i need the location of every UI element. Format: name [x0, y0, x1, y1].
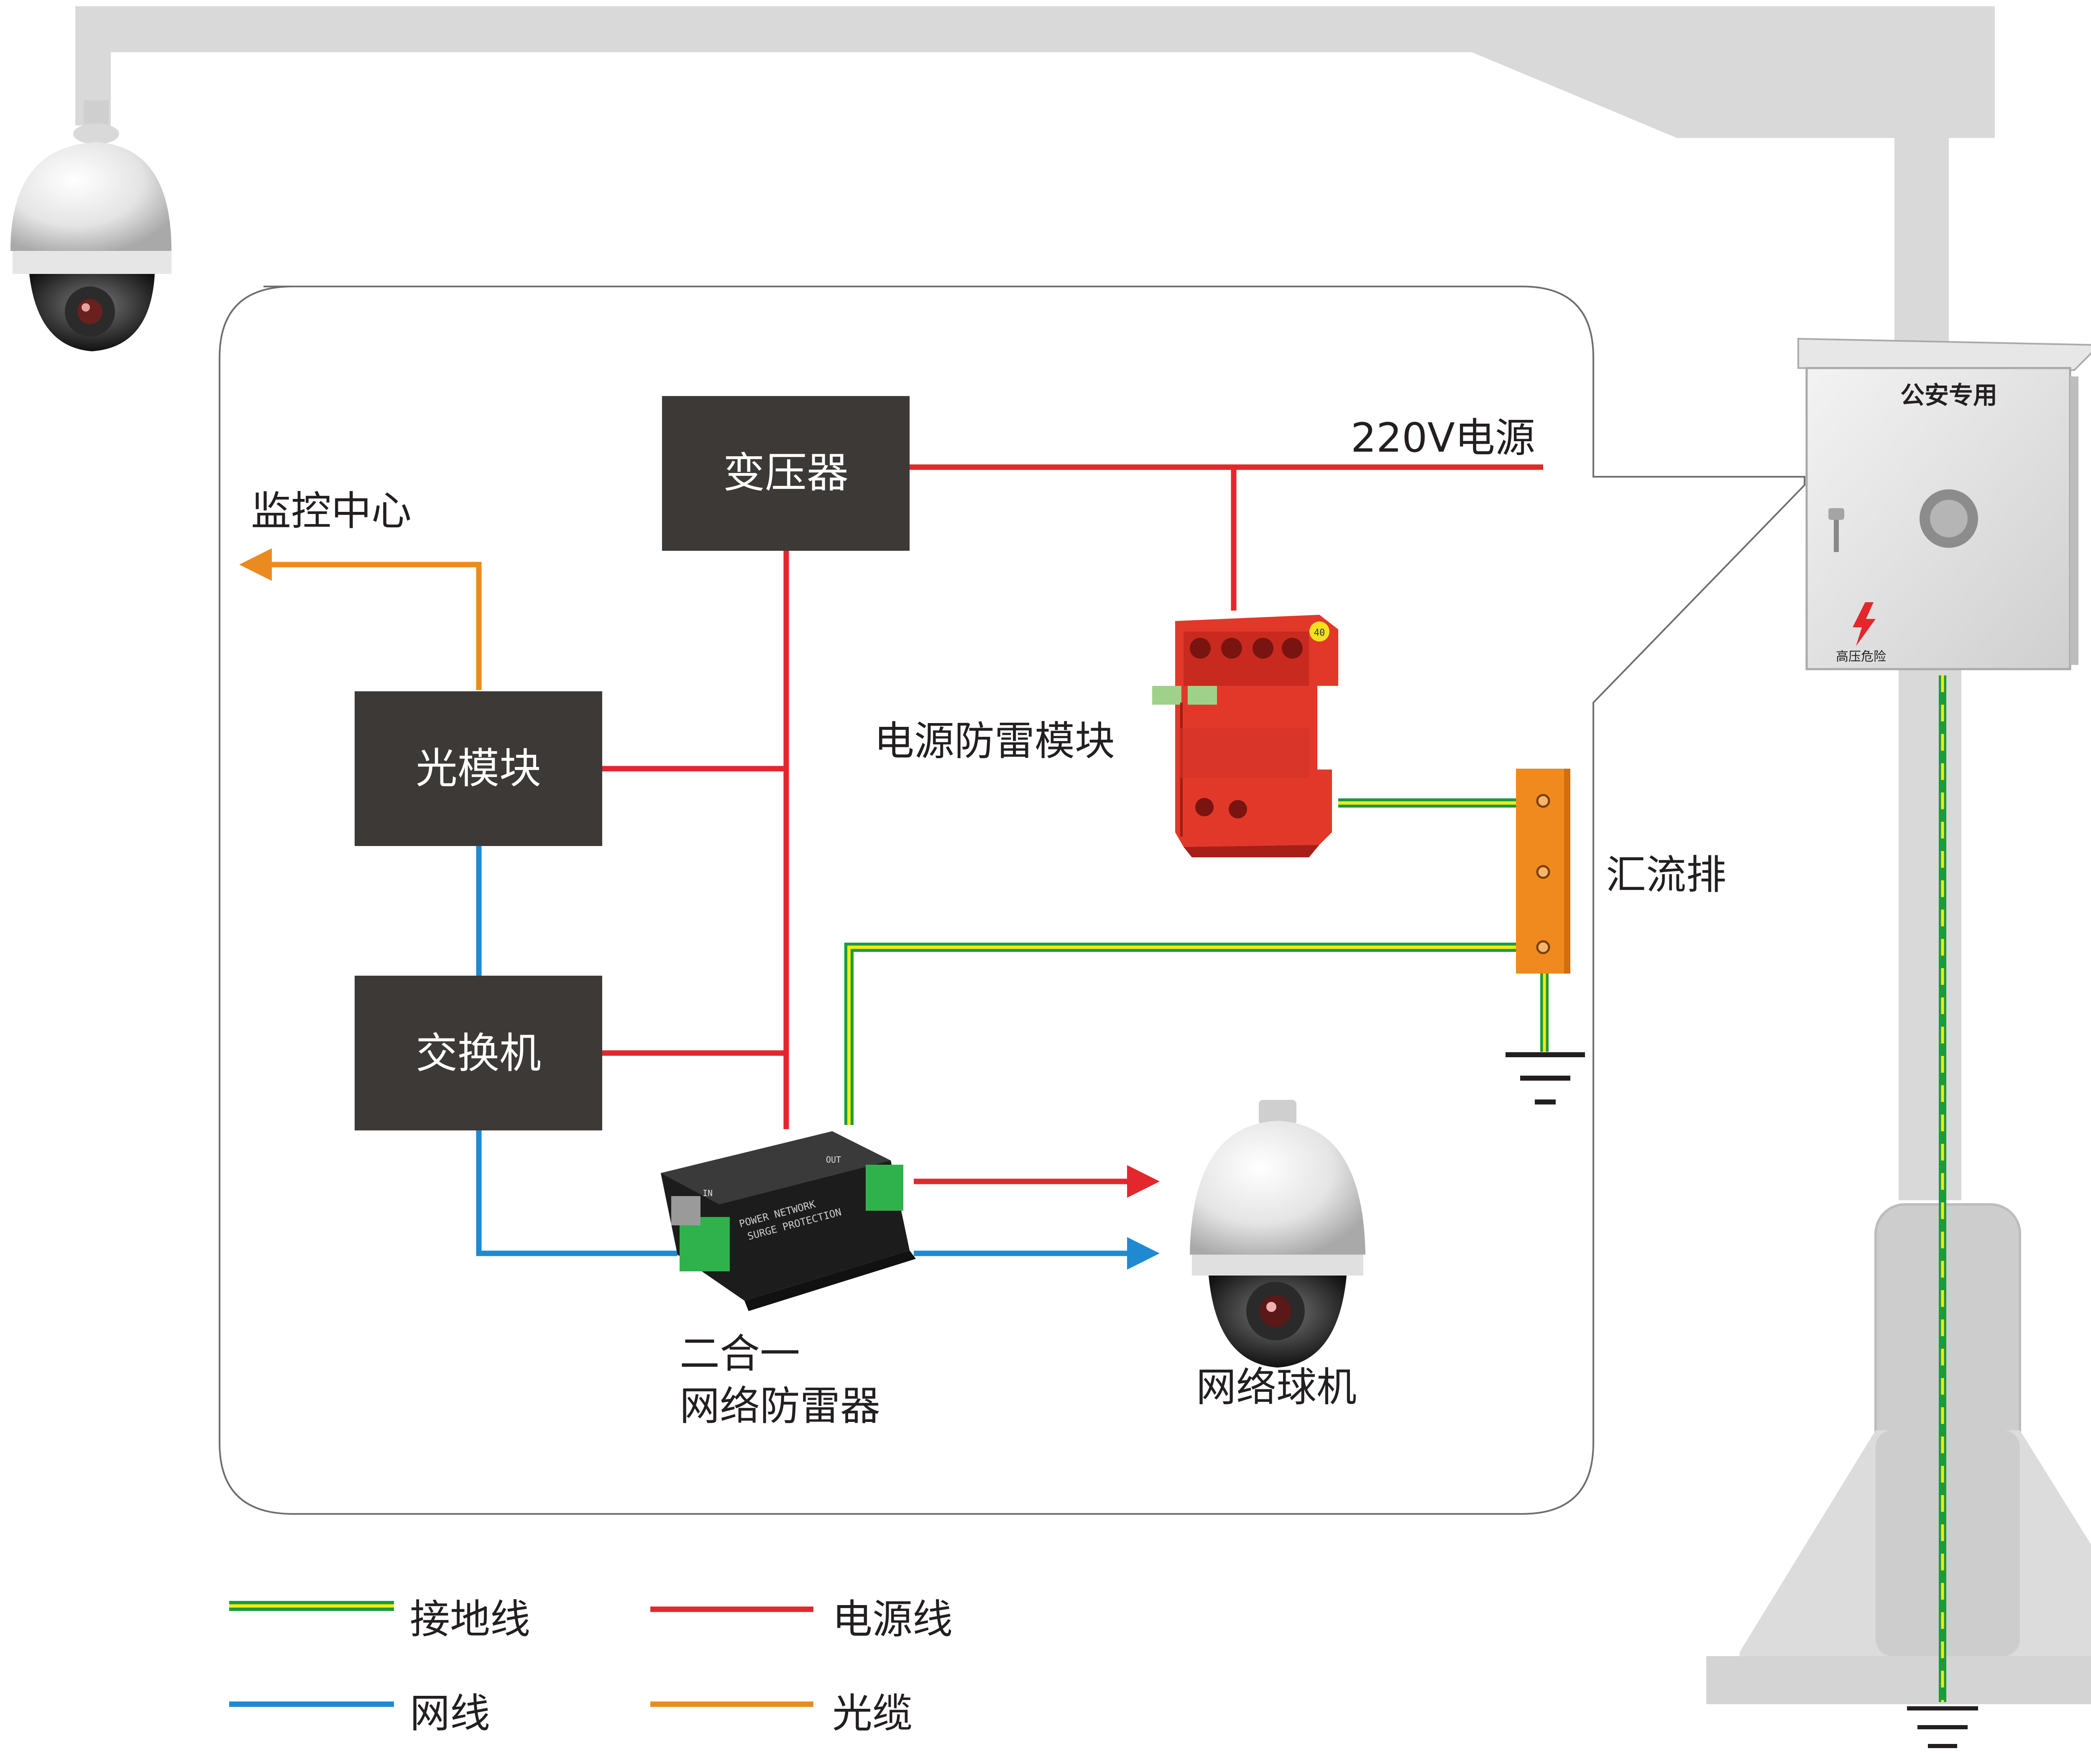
network-surge-protector-icon: OUT IN POWER NETWORK SURGE PROTECTION [661, 1131, 916, 1311]
legend-label-ground: 接地线 [410, 1596, 530, 1643]
network-dome-camera-icon [1190, 1100, 1365, 1368]
pole-structure [75, 6, 2091, 1704]
ptz-camera-icon [10, 100, 171, 351]
power-wires [602, 464, 1543, 1198]
optical-module-box: 光模块 [355, 691, 602, 846]
transformer-label: 变压器 [723, 448, 849, 497]
combo-protector-label-line2: 网络防雷器 [680, 1383, 880, 1429]
transformer-box: 变压器 [662, 396, 910, 551]
switch-box: 交换机 [355, 976, 602, 1130]
dome-camera-label: 网络球机 [1196, 1364, 1357, 1411]
surge-out-print: OUT [826, 1155, 841, 1165]
spd-badge: 40 [1314, 628, 1325, 638]
legend: 接地线 电源线 网线 光缆 [229, 1596, 953, 1737]
legend-item-power: 电源线 [650, 1596, 953, 1643]
busbar-label: 汇流排 [1606, 851, 1726, 898]
combo-protector-label-line1: 二合一 [680, 1330, 800, 1377]
power-surge-module-label: 电源防雷模块 [874, 718, 1115, 764]
control-cabinet: 公安专用 高压危险 [1797, 337, 2091, 670]
cabinet-title: 公安专用 [1900, 381, 1997, 409]
busbar-icon [1516, 769, 1570, 974]
power-surge-module-icon: 40 [1152, 615, 1338, 857]
system-panel [219, 286, 1805, 1515]
monitor-center-label: 监控中心 [251, 488, 412, 534]
lightning-warning-icon [1853, 602, 1876, 646]
ground-wires [844, 798, 1549, 1125]
legend-item-fiber: 光缆 [650, 1690, 913, 1737]
pole-ground-wire [1907, 675, 1978, 1748]
legend-label-network: 网线 [410, 1690, 490, 1737]
network-wires [476, 845, 1160, 1270]
legend-item-ground: 接地线 [229, 1596, 530, 1643]
ground-symbol-icon [1506, 1052, 1585, 1104]
power-source-label: 220V电源 [1351, 414, 1535, 461]
legend-label-power: 电源线 [832, 1596, 953, 1643]
switch-label: 交换机 [416, 1029, 541, 1078]
optical-module-label: 光模块 [416, 744, 541, 793]
fiber-wires [239, 548, 482, 690]
surge-in-print: IN [703, 1188, 713, 1198]
legend-label-fiber: 光缆 [832, 1690, 913, 1737]
legend-item-network: 网线 [229, 1690, 490, 1737]
cabinet-warning: 高压危险 [1836, 649, 1886, 664]
